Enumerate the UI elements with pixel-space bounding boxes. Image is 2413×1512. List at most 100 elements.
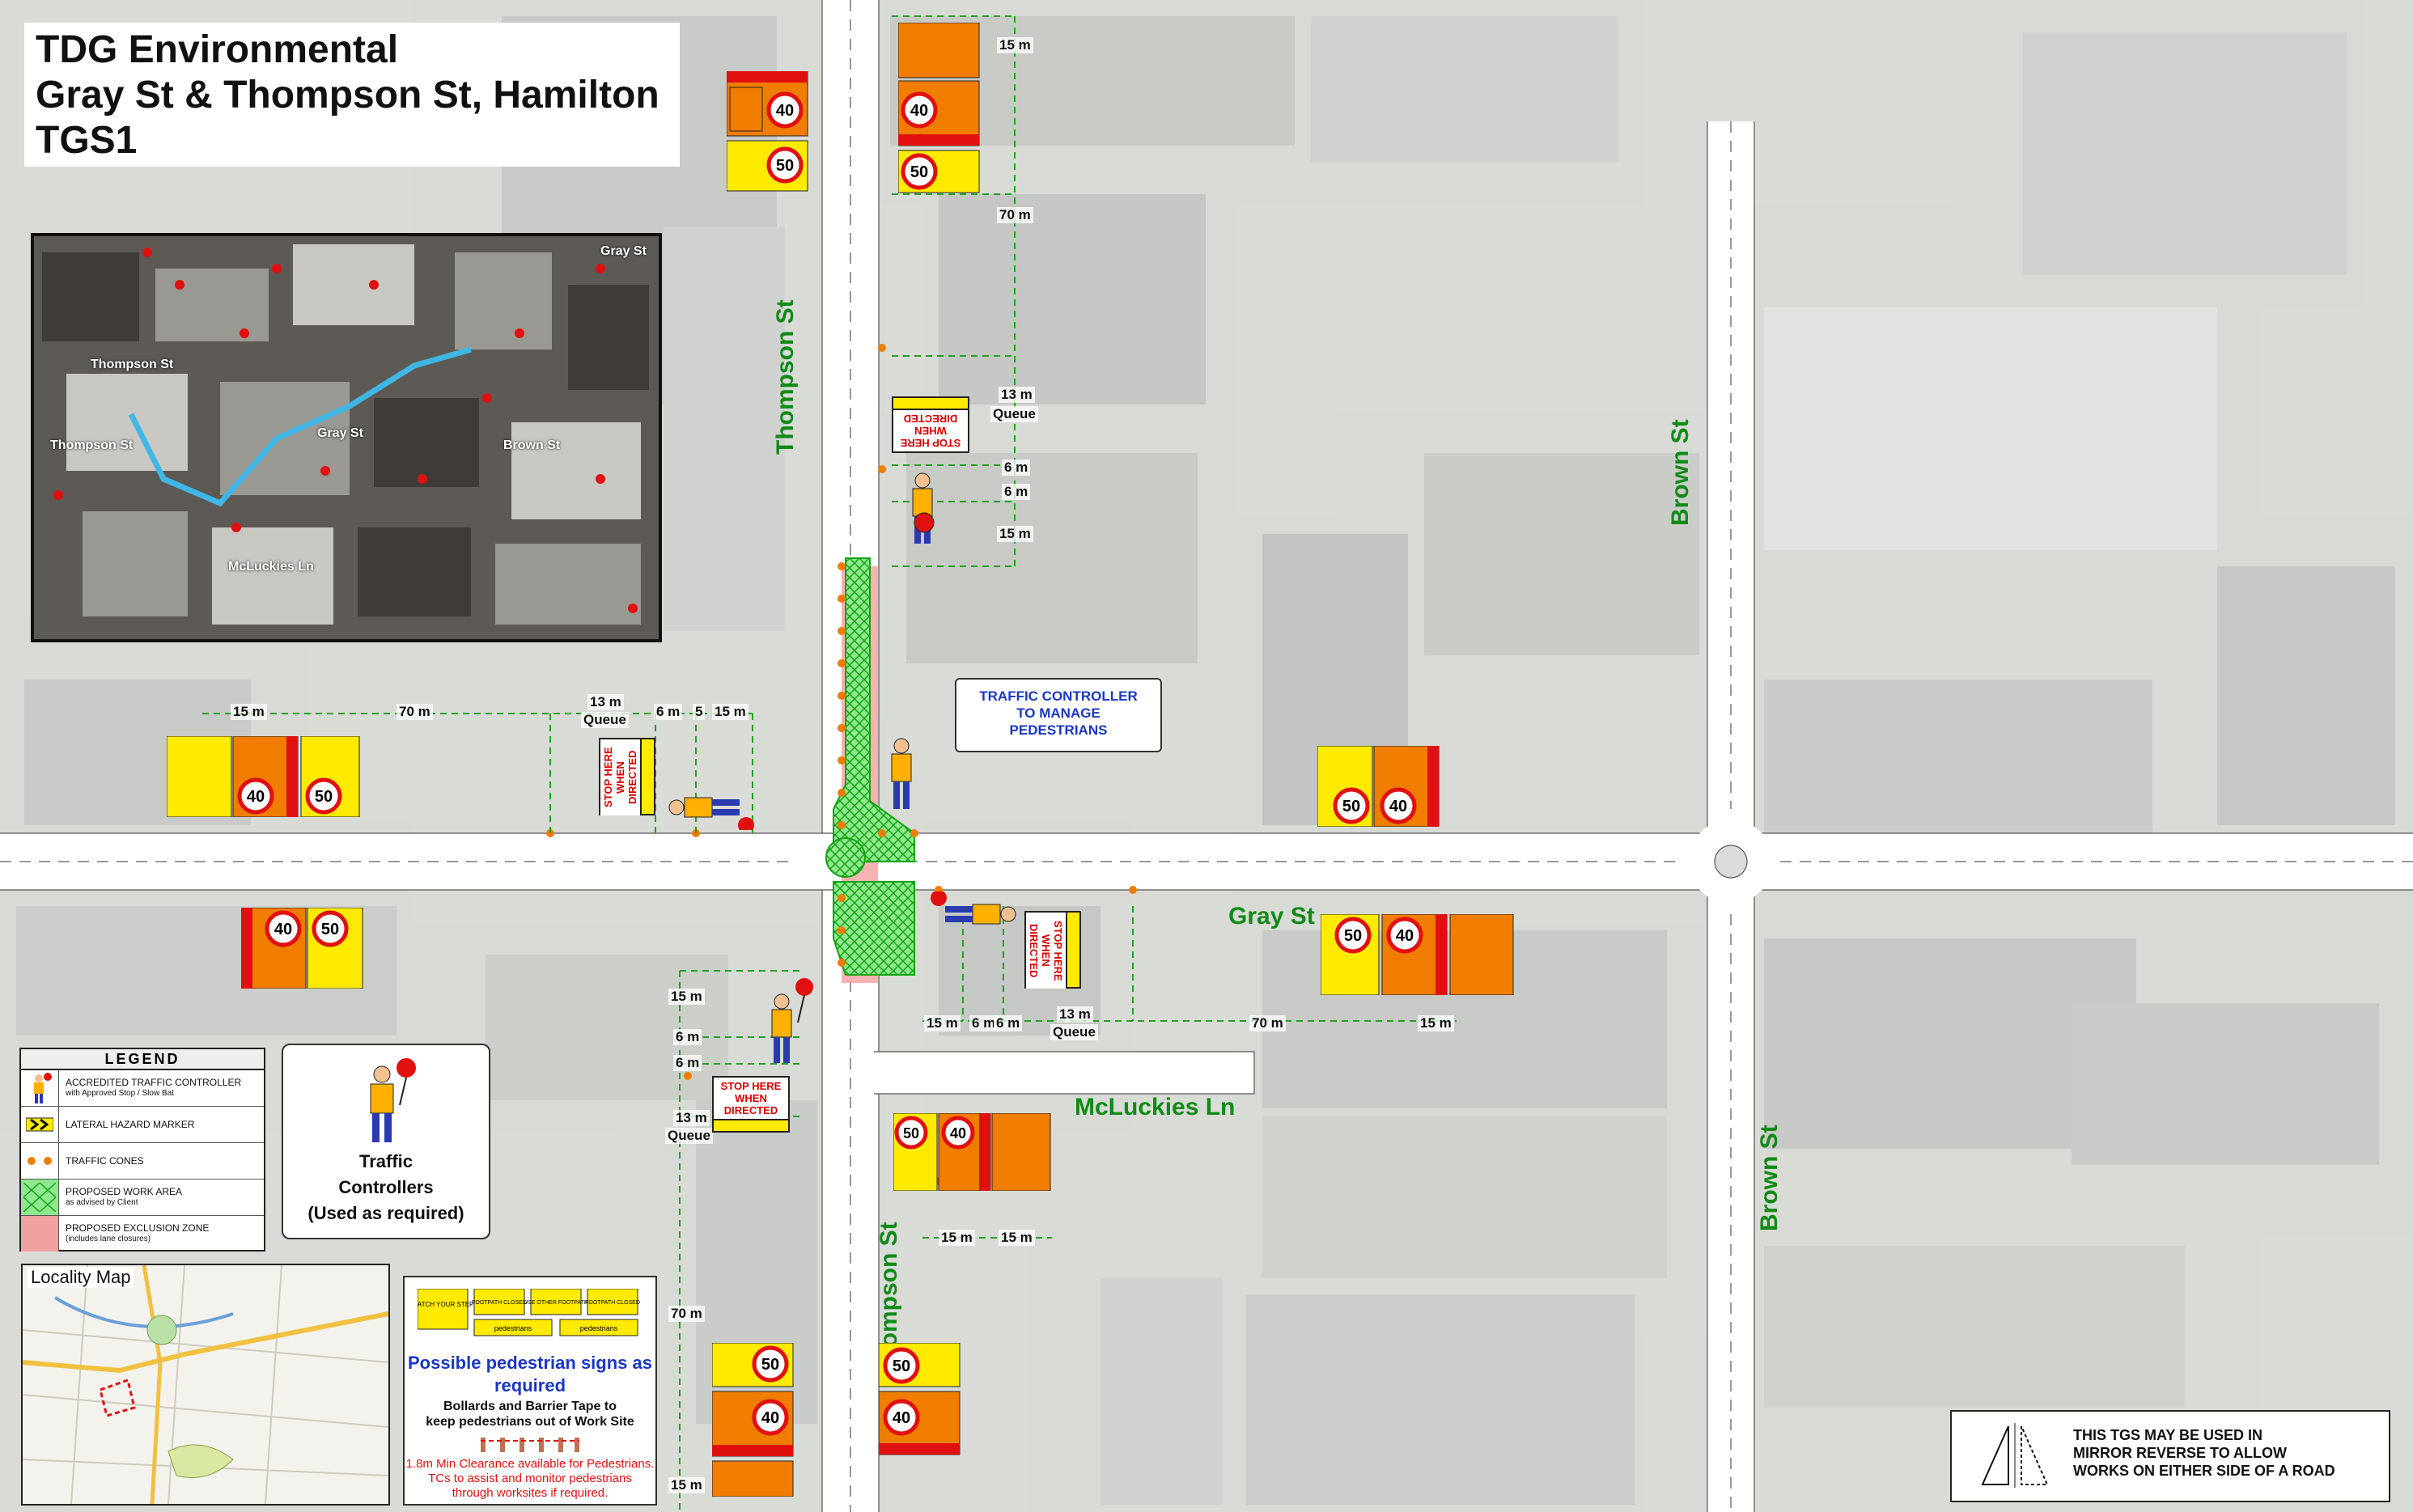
dim-label: 5 [693, 704, 706, 720]
legend-row: TRAFFIC CONES [21, 1143, 264, 1180]
stop-here-sign-east: STOP HERE WHEN DIRECTED [1024, 911, 1081, 989]
dim-label: 6 m [969, 1015, 999, 1031]
dim-label: 15 m [997, 526, 1033, 542]
tc-box-line: (Used as required) [307, 1203, 464, 1223]
dim-label: Queue [581, 712, 629, 728]
site-title: Gray St & Thompson St, Hamilton [36, 74, 659, 116]
traffic-controller-icon [34, 1073, 52, 1103]
sign-group-west-return: 40 50 [241, 908, 363, 989]
dim-label: 70 m [1249, 1015, 1286, 1031]
speed-40-text: 40 [247, 788, 265, 806]
locality-map-title: Locality Map [28, 1267, 134, 1288]
dim-label: 70 m [668, 1306, 705, 1322]
legend-sub: as advised by Client [66, 1198, 138, 1207]
ped-box-bollards: keep pedestrians out of Work Site [426, 1415, 634, 1429]
sign-group-east-return: 50 40 [1317, 746, 1440, 827]
pedestrian-signs-box: WATCH YOUR STEP FOOTPATH CLOSED USE OTHE… [403, 1276, 657, 1506]
legend-sub: (includes lane closures) [66, 1235, 151, 1243]
traffic-cone-icon [28, 1157, 52, 1165]
mirror-triangle-icon [1981, 1423, 2049, 1488]
stop-here-text: DIRECTED [1028, 923, 1040, 978]
road-label-brown-south: Brown St [1756, 1124, 1783, 1231]
speed-50-text: 50 [903, 1125, 919, 1141]
speed-50-text: 50 [1342, 798, 1360, 815]
traffic-controllers-box: Traffic Controllers (Used as required) [282, 1044, 490, 1239]
dim-label: 70 m [997, 207, 1033, 223]
dim-label: 6 m [673, 1055, 702, 1071]
title-block: TDG Environmental Gray St & Thompson St,… [24, 23, 680, 167]
traffic-controller-icon [668, 797, 754, 830]
speed-40-text: 40 [910, 102, 928, 120]
dim-label: Queue [1050, 1024, 1098, 1040]
inset-label: Gray St [600, 244, 647, 258]
ped-sign-text: USE OTHER FOOTPATH [524, 1300, 588, 1306]
road-label-brown-north: Brown St [1667, 419, 1694, 526]
tgs-number: TGS1 [36, 119, 138, 162]
ped-box-bollards: Bollards and Barrier Tape to [443, 1400, 617, 1413]
speed-50-text: 50 [315, 788, 333, 806]
speed-40-text: 40 [950, 1125, 966, 1141]
speed-50-text: 50 [776, 157, 794, 175]
legend-heading: LEGEND [21, 1049, 264, 1070]
pedestrian-controller-callout: TRAFFIC CONTROLLER TO MANAGE PEDESTRIANS [955, 678, 1162, 752]
speed-50-text: 50 [761, 1356, 779, 1374]
work-zone [825, 557, 915, 983]
sign-group-west: 40 50 [167, 736, 360, 817]
tc-box-line: Controllers [338, 1177, 434, 1197]
legend-label: PROPOSED EXCLUSION ZONE [66, 1222, 210, 1234]
speed-40-text: 40 [761, 1409, 779, 1427]
dim-label: 6 m [673, 1029, 702, 1045]
traffic-controller-icon [891, 738, 912, 809]
stop-here-text: WHEN [914, 425, 947, 437]
ped-sign-text: FOOTPATH CLOSED [472, 1300, 527, 1306]
dim-label: 15 m [999, 1230, 1035, 1246]
locality-map-drawing [23, 1265, 388, 1504]
work-area-swatch-icon [23, 1183, 56, 1212]
speed-50-text: 50 [893, 1357, 910, 1375]
dim-label: 13 m [673, 1110, 710, 1126]
dim-label: 13 m [587, 694, 624, 710]
stop-here-text: DIRECTED [723, 1104, 778, 1116]
barrier-tape-icon [481, 1438, 579, 1452]
stop-here-text: WHEN [1040, 934, 1052, 967]
ped-sign-text: pedestrians [494, 1324, 532, 1332]
legend-row: PROPOSED EXCLUSION ZONE(includes lane cl… [21, 1216, 264, 1252]
ped-sign-text: FOOTPATH CLOSED [585, 1300, 640, 1306]
speed-40-text: 40 [1396, 927, 1414, 945]
traffic-controller-icon [771, 978, 813, 1063]
stop-here-text: DIRECTED [903, 413, 958, 425]
pedestrian-sign-examples: WATCH YOUR STEP FOOTPATH CLOSED USE OTHE… [418, 1289, 640, 1336]
inset-label: Brown St [503, 438, 561, 452]
speed-50-text: 50 [321, 921, 339, 938]
sign-group-side-road: 50 40 [893, 1113, 1051, 1191]
dim-label: 70 m [397, 704, 433, 720]
dim-label: 6 m [654, 704, 683, 720]
speed-50-text: 50 [1344, 927, 1362, 945]
inset-route-line [53, 248, 638, 613]
stop-here-text: STOP HERE [720, 1080, 782, 1092]
dim-label: 15 m [668, 1477, 705, 1493]
dim-label: 6 m [1002, 484, 1031, 500]
stop-here-text: STOP HERE [602, 747, 614, 808]
sign-group-south-left: 50 40 [712, 1343, 794, 1497]
legend-sub: with Approved Stop / Slow Bat [66, 1089, 174, 1098]
hazard-marker-icon [26, 1117, 53, 1132]
dim-label: 13 m [1057, 1006, 1093, 1023]
inset-label: Gray St [317, 426, 363, 440]
legend-label: ACCREDITED TRAFFIC CONTROLLER [66, 1077, 242, 1088]
traffic-controller-icon [370, 1058, 416, 1142]
callout-line: TRAFFIC CONTROLLER [979, 688, 1138, 704]
road-label-mcluckies: McLuckies Ln [1075, 1094, 1236, 1120]
stop-here-text: STOP HERE [900, 437, 961, 449]
inset-label: McLuckies Ln [228, 560, 314, 574]
ped-box-clearance: through worksites if required. [452, 1486, 609, 1500]
stop-here-sign-west: STOP HERE WHEN DIRECTED [599, 738, 655, 815]
road-label-gray: Gray St [1228, 903, 1315, 930]
dim-label: 6 m [994, 1015, 1023, 1031]
